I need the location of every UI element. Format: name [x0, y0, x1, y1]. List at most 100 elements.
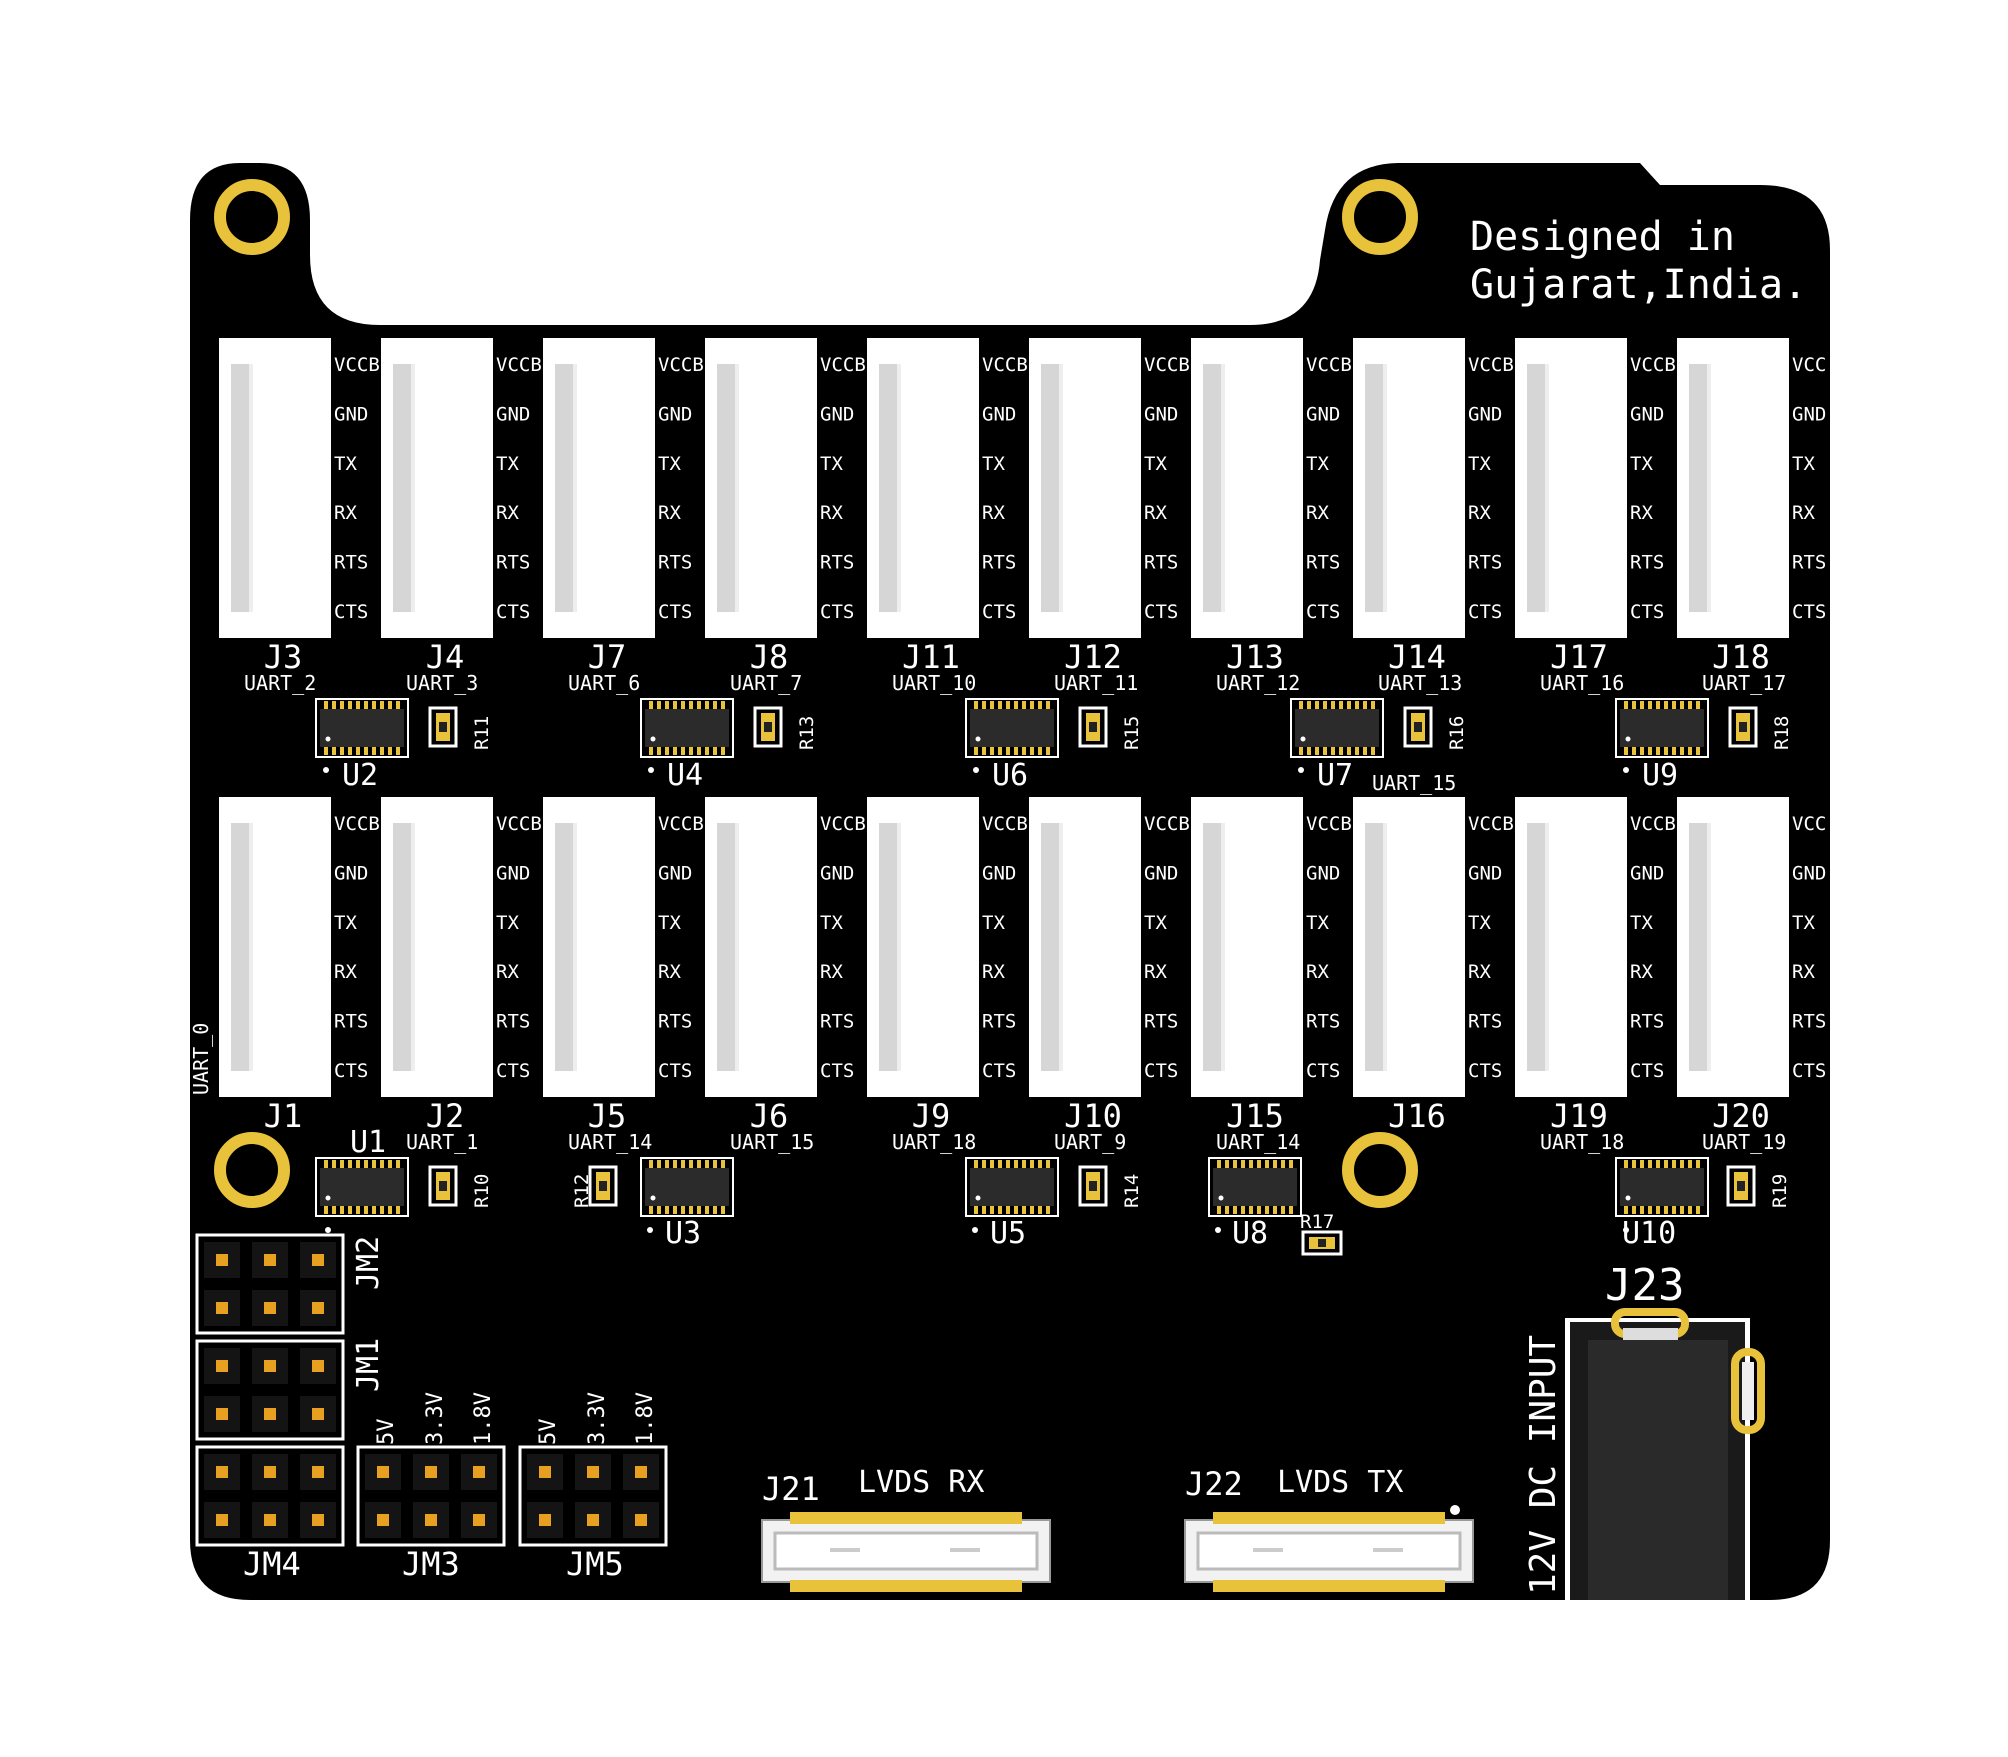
jumper-jm4[interactable]	[195, 1445, 345, 1547]
jumper-jm2[interactable]	[195, 1233, 345, 1335]
jumper-jm1[interactable]	[195, 1339, 345, 1441]
ic-pin	[713, 1206, 717, 1214]
ic-pin	[1640, 747, 1644, 755]
pin-label: CTS	[1792, 601, 1826, 623]
ic-pin	[1624, 1160, 1628, 1168]
j23-label: J23	[1605, 1260, 1684, 1311]
ic-pin	[340, 701, 344, 709]
ic-ref: U8	[1232, 1216, 1268, 1251]
ic-pin	[372, 1206, 376, 1214]
ic-pin	[982, 1206, 986, 1214]
pin-label: RTS	[820, 552, 854, 574]
ic-pin	[348, 747, 352, 755]
connector-ref: J14	[1388, 638, 1446, 676]
pin-label: RTS	[820, 1011, 854, 1033]
ic-pin	[1648, 701, 1652, 709]
jumper-jm5[interactable]	[518, 1445, 668, 1547]
resistor: R14	[1078, 1165, 1143, 1208]
ic-pin	[1257, 1160, 1261, 1168]
uart0-label: UART_0	[189, 1023, 213, 1095]
resistor-outline	[428, 1165, 458, 1207]
header-pin	[425, 1514, 437, 1526]
ic-ref: U4	[667, 758, 703, 793]
resistor: R18	[1728, 706, 1793, 750]
header-pin	[312, 1302, 324, 1314]
uart-label: UART_7	[730, 671, 802, 695]
resistor-outline	[1078, 1165, 1108, 1207]
pin-label: TX	[334, 912, 357, 934]
ic-group: U2R11U4R13U6R15U7R16U9R18U1R10U3R12U5R14…	[315, 698, 1793, 1256]
connector-edge	[735, 823, 739, 1071]
header-outline	[195, 1445, 345, 1547]
ic-pin	[665, 747, 669, 755]
resistor: R19	[1726, 1165, 1791, 1208]
connector-slot	[393, 823, 411, 1071]
pin-label: RX	[658, 502, 681, 524]
ic-pin1-dot	[648, 767, 654, 773]
pin-label: TX	[982, 912, 1005, 934]
ic-pin	[1640, 1206, 1644, 1214]
pin-label: GND	[496, 862, 530, 884]
pin-label: VCCB	[1468, 813, 1514, 835]
jumper-jm3[interactable]	[356, 1445, 506, 1547]
ic-pin	[681, 747, 685, 755]
ic-pin	[1664, 701, 1668, 709]
ic-pin	[1323, 701, 1327, 709]
ic-pin1-mark	[1300, 736, 1306, 742]
ic-pin	[998, 1206, 1002, 1214]
pin-label: GND	[496, 403, 530, 425]
ic-pin	[348, 1206, 352, 1214]
ic-pin	[705, 1206, 709, 1214]
connector-slot	[1365, 364, 1383, 612]
ic-pin	[1233, 1160, 1237, 1168]
connector-slot	[393, 364, 411, 612]
ic-pin	[1680, 747, 1684, 755]
ic-pin1-mark	[325, 736, 331, 742]
pin-label: RTS	[1306, 552, 1340, 574]
ic-pin	[1038, 701, 1042, 709]
pin-label: CTS	[1306, 601, 1340, 623]
header-pin	[312, 1360, 324, 1372]
ic-pin	[1046, 747, 1050, 755]
ic-pin	[1640, 701, 1644, 709]
ic-pin	[348, 701, 352, 709]
pin-label: RTS	[1144, 552, 1178, 574]
ic-ref: U3	[665, 1216, 701, 1251]
ic-pin	[1680, 1160, 1684, 1168]
uart-label: UART_14	[1216, 1130, 1300, 1154]
ic-pin	[689, 701, 693, 709]
ic-pin	[673, 747, 677, 755]
ic-body	[1295, 709, 1379, 747]
ic-pin	[998, 701, 1002, 709]
ic-pin	[372, 747, 376, 755]
pin-label: RX	[1630, 502, 1653, 524]
ic-pin	[681, 1206, 685, 1214]
pin-label: GND	[982, 862, 1016, 884]
connector-slot	[1203, 823, 1221, 1071]
header-pin	[312, 1408, 324, 1420]
ic-ref: U10	[1622, 1216, 1676, 1251]
header-pin	[539, 1466, 551, 1478]
uart-label: UART_18	[1540, 1130, 1624, 1154]
pin-label: VCCB	[1144, 354, 1190, 376]
pin-label: RX	[1792, 502, 1815, 524]
resistor-body	[1414, 722, 1422, 732]
ic-pin	[673, 1160, 677, 1168]
ic-pin	[1672, 1206, 1676, 1214]
connector-slot	[1689, 364, 1707, 612]
jm5-3v3: 3.3V	[585, 1392, 610, 1445]
connector-slot	[879, 823, 897, 1071]
ic-pin	[356, 1206, 360, 1214]
ic-pin	[1648, 1160, 1652, 1168]
ic-pin	[356, 1160, 360, 1168]
ic-pin	[721, 747, 725, 755]
ic-pin	[665, 1160, 669, 1168]
resistor: R10	[428, 1165, 493, 1208]
ic-pin	[1696, 747, 1700, 755]
resistor-ref: R11	[471, 716, 493, 750]
resistor-outline	[753, 706, 783, 748]
pin-label: RTS	[658, 1011, 692, 1033]
ic-pin	[649, 1160, 653, 1168]
